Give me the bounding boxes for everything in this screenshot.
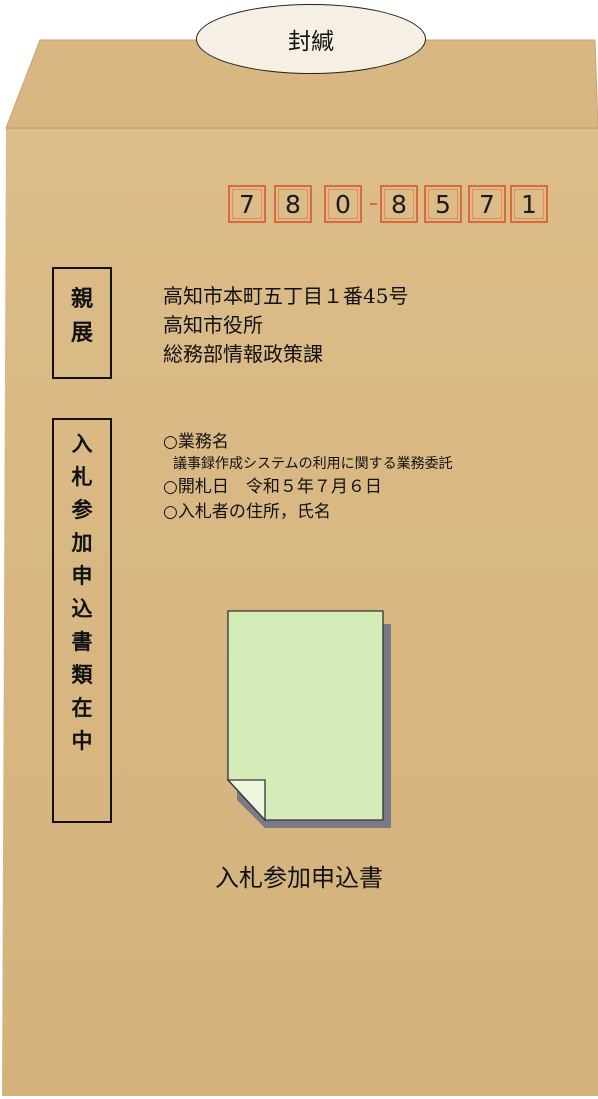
address-line: 高知市役所 — [163, 313, 263, 337]
postal-digit: 8 — [274, 185, 312, 223]
postal-digit: 7 — [468, 185, 506, 223]
postal-digit: 8 — [380, 185, 418, 223]
task-name: 議事録作成システムの利用に関する業務委託 — [173, 456, 453, 472]
contents-char: 書 — [71, 630, 93, 654]
recipient-address: 高知市本町五丁目１番45号 高知市役所 総務部情報政策課 — [163, 282, 408, 369]
postal-digit: 0 — [324, 185, 362, 223]
confidential-char: 親 — [70, 287, 93, 312]
postal-digit: 1 — [510, 185, 548, 223]
confidential-box: 親 展 — [52, 267, 112, 379]
bid-date: ○開札日 令和５年７月６日 — [163, 477, 382, 497]
contents-char: 類 — [71, 663, 93, 687]
document-icon — [226, 610, 391, 828]
contents-char: 札 — [71, 465, 93, 489]
contents-char: 込 — [71, 597, 93, 621]
postal-dash — [370, 203, 377, 205]
contents-char: 参 — [71, 498, 93, 522]
contents-char: 中 — [71, 729, 93, 753]
seal-label: 封緘 — [196, 4, 426, 74]
contents-char: 加 — [71, 531, 93, 555]
contents-char: 入 — [71, 432, 93, 456]
bidder-info: ○入札者の住所，氏名 — [163, 502, 331, 522]
contents-char: 在 — [71, 696, 93, 720]
postal-digit: 7 — [228, 185, 266, 223]
contents-box: 入 札 参 加 申 込 書 類 在 中 — [52, 418, 112, 823]
confidential-char: 展 — [70, 321, 93, 346]
address-line: 総務部情報政策課 — [163, 342, 323, 366]
document-caption: 入札参加申込書 — [215, 864, 383, 892]
task-label: ○業務名 — [163, 432, 229, 452]
contents-char: 申 — [71, 564, 93, 588]
address-line: 高知市本町五丁目１番45号 — [163, 284, 409, 308]
bid-details: ○業務名 議事録作成システムの利用に関する業務委託 ○開札日 令和５年７月６日 … — [163, 430, 453, 525]
postal-digit: 5 — [424, 185, 462, 223]
